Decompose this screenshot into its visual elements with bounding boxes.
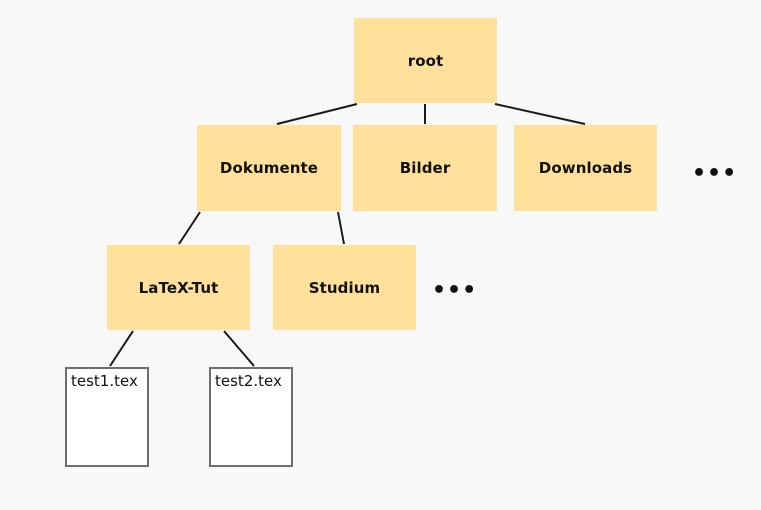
file-node-test1[interactable]: test1.tex (65, 367, 149, 467)
tree-edge-latex-tut-to-test2 (223, 330, 255, 367)
node-label-bilder: Bilder (399, 159, 451, 177)
tree-edge-dokumente-to-latex-tut (178, 211, 201, 245)
tree-edge-root-to-downloads (494, 103, 586, 125)
folder-node-dokumente[interactable]: Dokumente (197, 125, 341, 211)
ellipsis-level2: ••• (692, 161, 738, 186)
node-label-test1: test1.tex (71, 372, 138, 390)
node-label-dokumente: Dokumente (219, 159, 319, 177)
tree-edge-latex-tut-to-test1 (109, 330, 134, 367)
node-label-latex-tut: LaTeX-Tut (138, 278, 219, 297)
folder-node-latex-tut[interactable]: LaTeX-Tut (107, 245, 250, 330)
ellipsis-level3: ••• (432, 278, 478, 303)
node-label-test2: test2.tex (215, 372, 282, 390)
folder-node-downloads[interactable]: Downloads (514, 125, 657, 211)
folder-node-root[interactable]: root (354, 18, 497, 103)
file-node-test2[interactable]: test2.tex (209, 367, 293, 467)
tree-edge-root-to-dokumente (276, 103, 358, 125)
tree-edge-dokumente-to-studium (337, 211, 345, 245)
folder-node-studium[interactable]: Studium (273, 245, 416, 330)
node-label-downloads: Downloads (538, 159, 633, 177)
node-label-studium: Studium (308, 278, 381, 297)
node-label-root: root (407, 51, 444, 70)
folder-node-bilder[interactable]: Bilder (353, 125, 497, 211)
